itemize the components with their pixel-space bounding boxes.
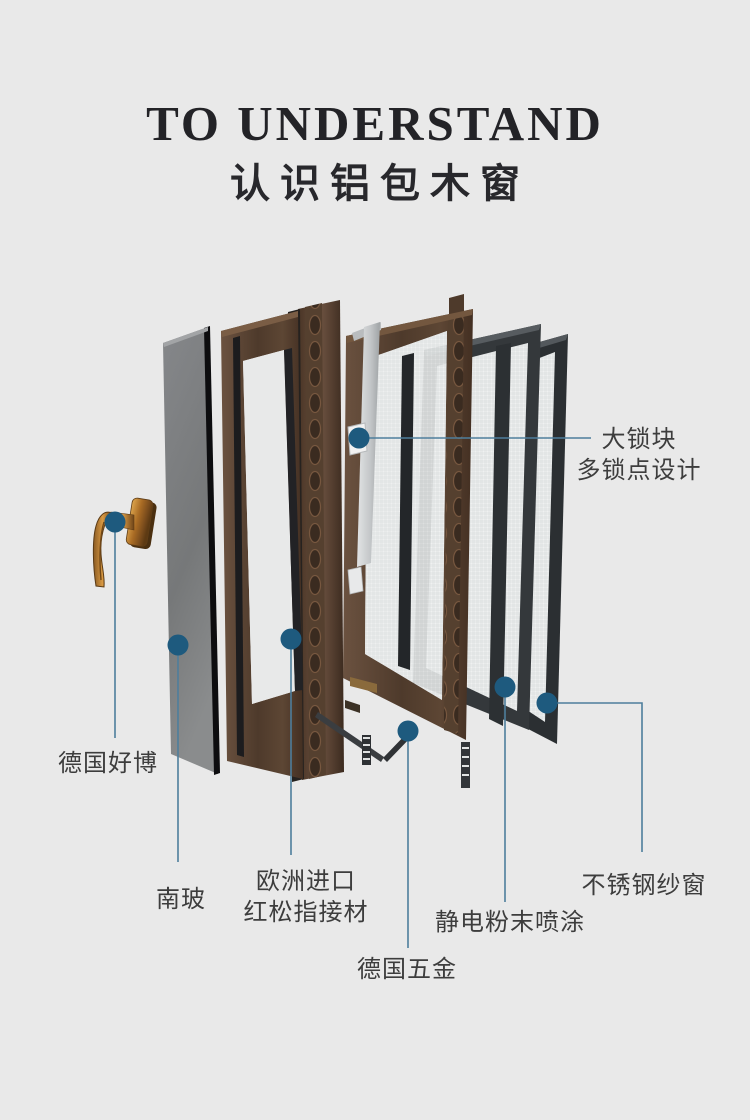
callout-label-wood-line1: 欧洲进口 [256,868,356,895]
callout-label-wood-line2: 红松指接材 [243,899,369,926]
page-subtitle: 认识铝包木窗 [230,161,530,207]
callout-dot-coating [494,676,516,698]
callout-dot-screen [536,692,558,714]
hinge-hardware [315,677,470,788]
callout-line-screen [552,702,643,852]
callout-label-lock-line1: 大锁块 [601,426,677,453]
callout-label-hardware-line1: 德国五金 [357,956,457,983]
glass-panel-layer [163,326,220,775]
callout-dot-hardware [397,720,419,742]
callout-dot-glass [167,634,189,656]
callout-dot-handle [104,511,126,533]
callout-label-wood: 欧洲进口 红松指接材 [244,866,369,928]
callout-label-coating-line1: 静电粉末喷涂 [435,909,585,936]
callout-label-coating: 静电粉末喷涂 [435,907,585,938]
callout-label-handle-line1: 德国好博 [58,750,158,777]
window-handle [92,497,157,588]
callout-label-glass: 南玻 [156,884,206,915]
callout-label-handle: 德国好博 [58,748,158,779]
callout-label-screen-line1: 不锈钢纱窗 [581,872,707,899]
callout-dot-lock [348,427,370,449]
callout-dots [104,427,558,742]
callout-lines [114,437,643,948]
callout-dot-wood [280,628,302,650]
page-title: TO UNDERSTAND [146,96,604,151]
wood-outer-frame-layer [343,294,473,740]
callout-label-hardware: 德国五金 [357,954,457,985]
title-block: TO UNDERSTAND 认识铝包木窗 [0,0,750,206]
wood-sash-layer [221,300,344,782]
callout-label-lock: 大锁块 多锁点设计 [577,424,702,486]
callout-label-glass-line1: 南玻 [156,886,206,913]
callout-label-screen: 不锈钢纱窗 [582,870,707,901]
callout-label-lock-line2: 多锁点设计 [576,457,702,484]
